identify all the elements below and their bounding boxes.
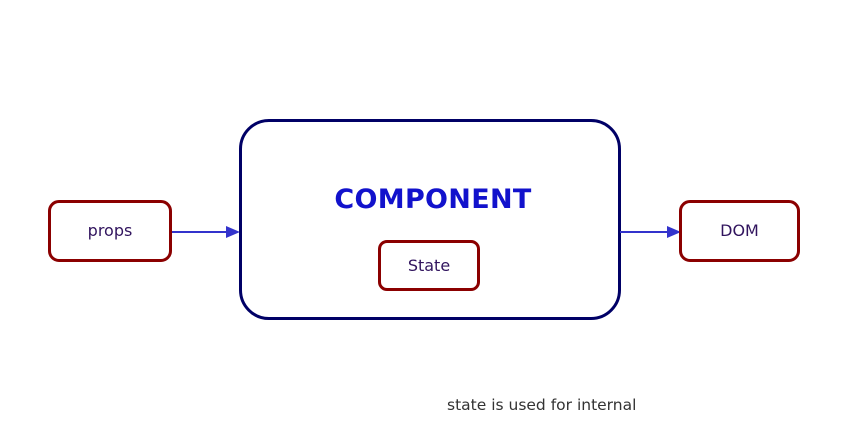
state-node: State	[378, 240, 480, 291]
dom-node: DOM	[679, 200, 800, 262]
component-title: COMPONENT	[334, 184, 532, 215]
state-node-label: State	[407, 255, 451, 275]
component-container: COMPONENT	[239, 119, 621, 320]
caption-line-1: state is used for internal	[447, 396, 637, 414]
arrow-props-to-component	[172, 222, 240, 242]
dom-node-label: DOM	[720, 221, 759, 240]
arrow-component-to-dom	[620, 222, 681, 242]
props-node: props	[48, 200, 172, 262]
props-node-label: props	[87, 221, 133, 240]
diagram-caption: state is used for internal communication…	[447, 355, 727, 440]
